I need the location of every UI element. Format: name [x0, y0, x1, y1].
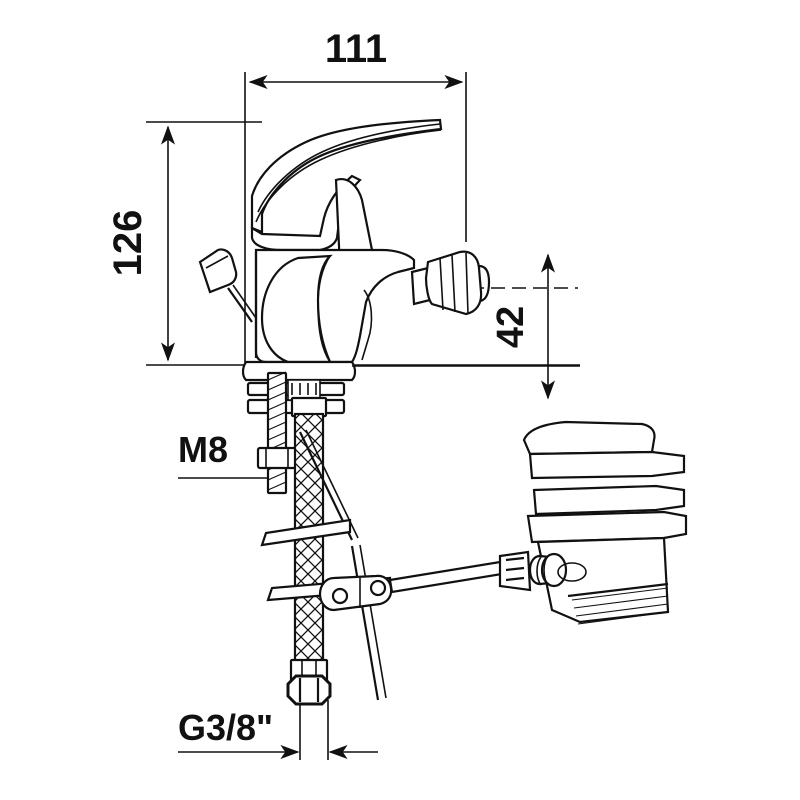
callout-g38-label: G3/8"	[178, 707, 273, 748]
dimension-111-label: 111	[325, 27, 387, 71]
popup-waste	[498, 420, 688, 625]
dimension-111: 111	[248, 27, 464, 90]
dimension-42-label: 42	[490, 306, 532, 348]
callout-g38: G3/8"	[178, 700, 378, 760]
dimension-126: 126	[106, 125, 176, 362]
dimension-42: 42	[490, 253, 556, 400]
stud-hex-nut	[256, 446, 298, 470]
dimension-126-label: 126	[106, 210, 150, 277]
hose-nut	[286, 674, 332, 706]
popup-linkage	[318, 560, 504, 612]
extension-lines	[146, 72, 580, 372]
faucet-body	[254, 248, 416, 364]
mounting-stud	[256, 371, 298, 495]
callout-m8-label: M8	[178, 429, 228, 470]
lift-rod-knob	[198, 248, 257, 323]
outlet-aerator	[410, 250, 491, 316]
